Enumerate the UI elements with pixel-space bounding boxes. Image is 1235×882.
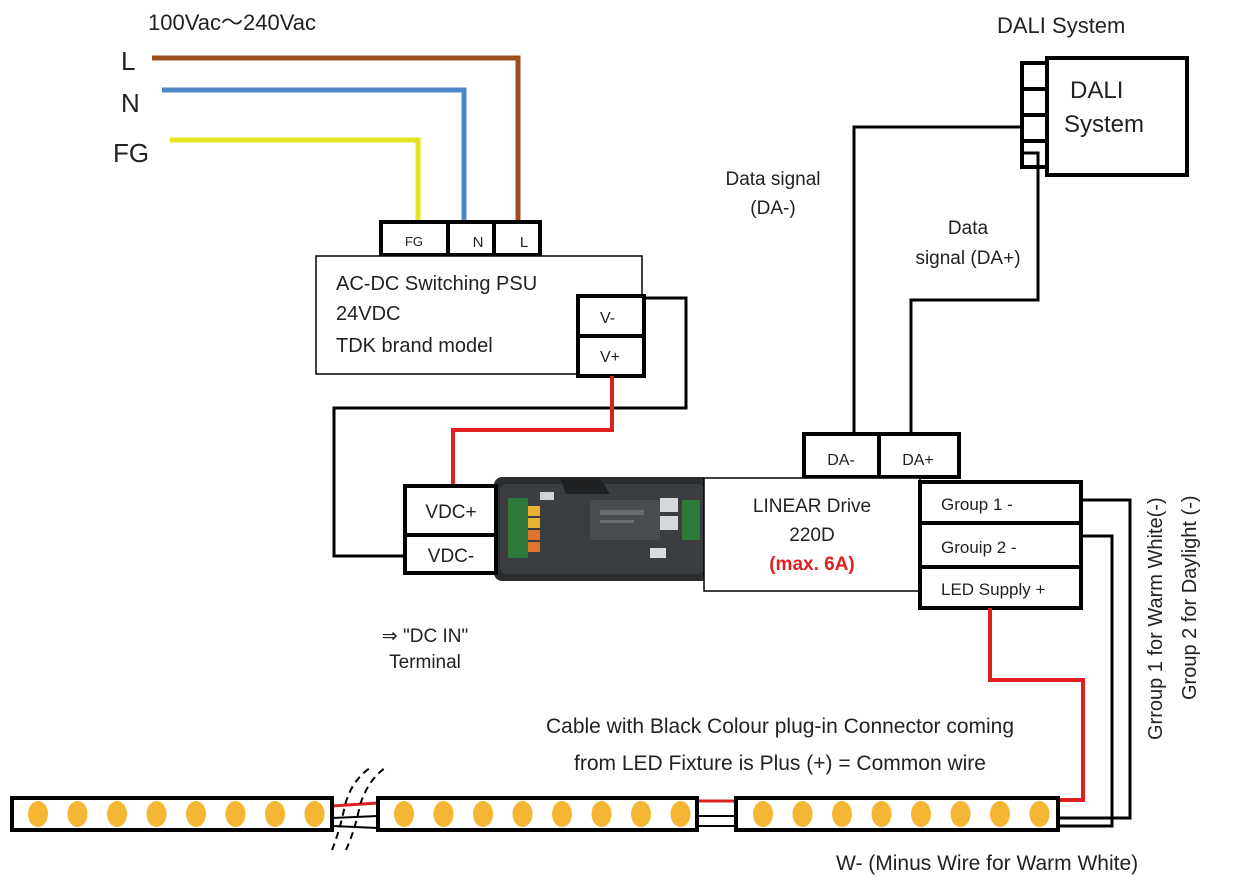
da-plus-terminal-label: DA+ (902, 452, 934, 469)
live-wire (152, 55, 521, 222)
cut-mark-1 (331, 767, 371, 851)
group1-label: Group 1 - (941, 495, 1013, 514)
ground-wire (170, 137, 421, 222)
da-minus-wire (852, 125, 1022, 434)
psu-v-minus-label: V- (600, 310, 615, 327)
led-dot (753, 801, 773, 827)
led-dot (631, 801, 651, 827)
da-plus-terminal (877, 432, 961, 479)
led-dot (871, 801, 892, 827)
dali-system-box (1045, 56, 1189, 177)
dali-box-label-line1: DALI (1070, 77, 1123, 104)
da-minus-terminal (802, 432, 881, 479)
cable-note-line1: Cable with Black Colour plug-in Connecto… (546, 715, 1014, 738)
dc-in-note-line1: ⇒ "DC IN" (382, 626, 468, 647)
dali-box-label-line2: System (1064, 111, 1144, 138)
linear-drive-max-current: (max. 6A) (769, 554, 855, 575)
vdc-plus-terminal (403, 484, 498, 537)
da-minus-terminal-label: DA- (827, 452, 855, 469)
led-dot (473, 801, 493, 827)
led-row-1 (28, 801, 325, 827)
neutral-label: N (121, 88, 140, 118)
psu-positive-wire (451, 376, 614, 486)
dc-in-note-line2: Terminal (389, 652, 461, 673)
led-dot (552, 801, 572, 827)
psu-terminal-n-label: N (473, 234, 484, 251)
psu-terminal-v-plus (576, 334, 646, 378)
vdc-minus-label: VDC- (428, 546, 474, 567)
da-plus-signal-label-line1: Data (948, 218, 989, 239)
da-plus-signal-label-line2: signal (DA+) (915, 248, 1020, 269)
da-minus-signal-label-line2: (DA-) (750, 198, 795, 219)
psu-terminal-l (492, 220, 542, 257)
group2-vertical-note: Group 2 for Daylight (-) (1179, 495, 1201, 700)
led-dot (225, 801, 246, 827)
led-dot (591, 801, 612, 827)
led-dot (146, 801, 167, 827)
led-supply-terminal (918, 565, 1083, 610)
psu-label-line2: 24VDC (336, 303, 400, 325)
neutral-wire (162, 87, 467, 222)
led-dot (265, 801, 285, 827)
led-strips (10, 767, 1060, 851)
led-dot (512, 801, 533, 827)
led-dot (792, 801, 813, 827)
linear-drive-photo (494, 477, 710, 581)
ac-supply-wires (152, 55, 521, 222)
group1-wire (1058, 498, 1132, 820)
psu-terminal-v-minus (576, 294, 646, 338)
led-dot (394, 801, 414, 827)
psu-terminal-n (446, 220, 496, 257)
da-plus-wire (909, 151, 1040, 434)
supply-voltage-label: 100Vac〜240Vac (148, 10, 316, 35)
led-dot (990, 801, 1010, 827)
psu-terminal-fg-label: FG (405, 234, 423, 249)
cut-mark-2 (345, 767, 386, 851)
psu-v-plus-label: V+ (600, 349, 620, 366)
w-minus-note: W- (Minus Wire for Warm White) (836, 852, 1138, 875)
dali-system-title: DALI System (997, 13, 1125, 38)
ground-label: FG (113, 138, 149, 168)
dali-connector-pins (1020, 61, 1049, 169)
led-dot (28, 801, 48, 827)
cable-note-line2: from LED Fixture is Plus (+) = Common wi… (574, 752, 986, 775)
led-dot (107, 801, 127, 827)
vdc-minus-terminal (403, 533, 498, 575)
psu-terminal-l-label: L (520, 234, 528, 251)
group1-vertical-note: Grroup 1 for Warm White(-) (1145, 497, 1167, 740)
led-dot (911, 801, 931, 827)
linear-drive-label-box (703, 477, 921, 592)
live-label: L (121, 46, 135, 76)
psu-negative-wire (332, 296, 688, 558)
da-minus-signal-label-line1: Data signal (725, 169, 820, 190)
led-dot (832, 801, 852, 827)
led-row-3 (753, 801, 1050, 827)
psu-label-line3: TDK brand model (336, 335, 493, 357)
group2-wire (1058, 534, 1114, 828)
led-supply-label: LED Supply + (941, 580, 1045, 599)
led-dot (670, 801, 691, 827)
linear-drive-name-line1: LINEAR Drive (753, 496, 871, 517)
psu-label-line1: AC-DC Switching PSU (336, 273, 537, 295)
led-dot (67, 801, 88, 827)
led-dot (950, 801, 971, 827)
led-dot (1029, 801, 1050, 827)
led-dot (304, 801, 325, 827)
psu-input-terminals: FG N L (379, 220, 542, 257)
vdc-plus-label: VDC+ (425, 502, 476, 523)
led-supply-wire (988, 608, 1085, 802)
led-dot (186, 801, 206, 827)
linear-drive-name-line2: 220D (789, 525, 834, 546)
led-row-2 (394, 801, 691, 827)
led-dot (433, 801, 454, 827)
group2-label: Grouip 2 - (941, 538, 1017, 557)
